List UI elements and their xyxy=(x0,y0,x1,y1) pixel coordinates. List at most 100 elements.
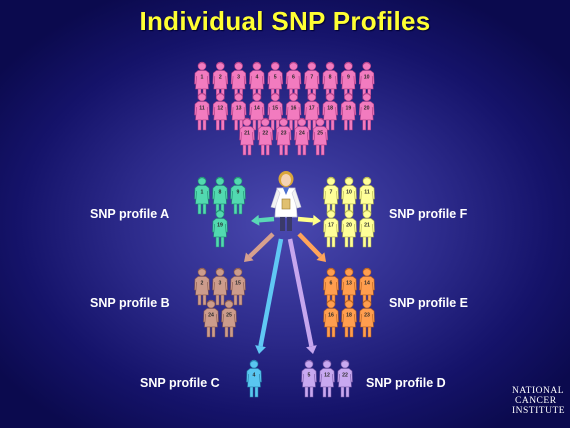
person-figure-10: 10 xyxy=(341,176,357,215)
person-figure-22: 22 xyxy=(257,117,274,156)
person-figure-11: 11 xyxy=(194,92,210,131)
person-figure-13: 13 xyxy=(341,267,357,306)
doctor-clipboard xyxy=(281,198,291,210)
person-number: 19 xyxy=(217,223,223,229)
person-figure-13: 13 xyxy=(230,92,247,131)
arrow-to-profile-a xyxy=(251,214,275,226)
person-figure-16: 16 xyxy=(285,92,302,131)
person-figure-18: 18 xyxy=(322,92,338,131)
nci-logo-line2: CANCER xyxy=(515,396,557,406)
person-figure-23: 23 xyxy=(359,299,375,338)
person-figure-22: 22 xyxy=(337,359,353,398)
person-number: 23 xyxy=(281,131,287,137)
person-number: 20 xyxy=(364,106,370,112)
person-number: 5 xyxy=(308,373,311,379)
profile-d-label: SNP profile D xyxy=(366,376,446,390)
nci-logo-line3: INSTITUTE xyxy=(512,406,566,416)
doctor-arm-left xyxy=(270,188,281,209)
person-figure-7: 7 xyxy=(323,176,339,215)
doctor-figure xyxy=(270,171,302,231)
person-figure-21: 21 xyxy=(239,117,255,156)
person-number: 10 xyxy=(364,75,370,81)
person-figure-18: 18 xyxy=(341,299,357,338)
person-figure-23: 23 xyxy=(275,117,292,156)
person-number: 10 xyxy=(346,190,352,196)
person-number: 17 xyxy=(328,223,334,229)
person-figure-15: 15 xyxy=(267,92,284,131)
person-number: 15 xyxy=(272,106,278,112)
person-number: 25 xyxy=(317,131,323,137)
person-figure-10: 10 xyxy=(358,61,375,100)
person-figure-1: 1 xyxy=(194,176,210,215)
doctor-tie xyxy=(283,188,289,195)
person-number: 6 xyxy=(330,281,333,287)
nci-logo-line1: NATIONAL xyxy=(512,386,565,396)
person-figure-25: 25 xyxy=(221,299,237,338)
person-number: 23 xyxy=(364,313,370,319)
profile-f-label: SNP profile F xyxy=(389,207,468,221)
person-number: 14 xyxy=(364,281,370,287)
person-figure-2: 2 xyxy=(194,267,210,306)
person-figure-24: 24 xyxy=(203,299,219,338)
person-number: 5 xyxy=(274,75,277,81)
doctor-face xyxy=(281,174,291,186)
person-number: 18 xyxy=(346,313,352,319)
person-figure-9: 9 xyxy=(230,176,246,215)
person-figure-16: 16 xyxy=(323,299,339,338)
person-number: 14 xyxy=(254,106,260,112)
slide-title: Individual SNP Profiles xyxy=(139,6,431,36)
person-figure-20: 20 xyxy=(341,209,357,248)
profile-b-label: SNP profile B xyxy=(90,296,170,310)
person-number: 4 xyxy=(253,373,256,379)
person-number: 24 xyxy=(208,313,214,319)
person-figure-25: 25 xyxy=(312,117,329,156)
group-c: 4 xyxy=(246,359,262,398)
person-number: 1 xyxy=(201,190,204,196)
arrow-to-profile-e xyxy=(297,232,326,262)
person-number: 17 xyxy=(309,106,315,112)
person-number: 13 xyxy=(236,106,242,112)
person-number: 9 xyxy=(237,190,240,196)
person-figure-21: 21 xyxy=(359,209,375,248)
person-number: 2 xyxy=(201,281,204,287)
person-number: 7 xyxy=(330,190,333,196)
arrow-to-profile-d xyxy=(287,238,317,354)
person-number: 13 xyxy=(346,281,352,287)
nci-logo: NATIONAL CANCER INSTITUTE xyxy=(512,386,568,416)
person-figure-20: 20 xyxy=(358,92,375,131)
person-number: 20 xyxy=(346,223,352,229)
person-number: 21 xyxy=(244,131,250,137)
profile-c-label: SNP profile C xyxy=(140,376,220,390)
person-number: 15 xyxy=(235,281,241,287)
person-number: 22 xyxy=(342,373,348,379)
person-number: 25 xyxy=(226,313,232,319)
person-number: 7 xyxy=(310,75,313,81)
person-number: 3 xyxy=(237,75,240,81)
person-number: 18 xyxy=(327,106,333,112)
person-number: 9 xyxy=(347,75,350,81)
person-number: 19 xyxy=(346,106,352,112)
person-number: 6 xyxy=(292,75,295,81)
person-number: 11 xyxy=(199,106,205,112)
person-figure-14: 14 xyxy=(359,267,375,306)
person-figure-12: 12 xyxy=(319,359,335,398)
arrow-to-profile-b xyxy=(244,232,275,262)
arrows-layer xyxy=(244,214,326,354)
person-figure-14: 14 xyxy=(249,92,265,131)
person-number: 24 xyxy=(299,131,305,137)
person-number: 2 xyxy=(219,75,222,81)
group-e: 6 13 14 16 18 23 xyxy=(323,267,375,338)
person-number: 16 xyxy=(291,106,297,112)
arrow-to-profile-f xyxy=(297,214,321,226)
doctor-leg-right xyxy=(287,217,292,231)
group-d: 5 12 22 xyxy=(301,359,353,398)
doctor-arm-right xyxy=(291,188,302,209)
person-number: 22 xyxy=(262,131,268,137)
